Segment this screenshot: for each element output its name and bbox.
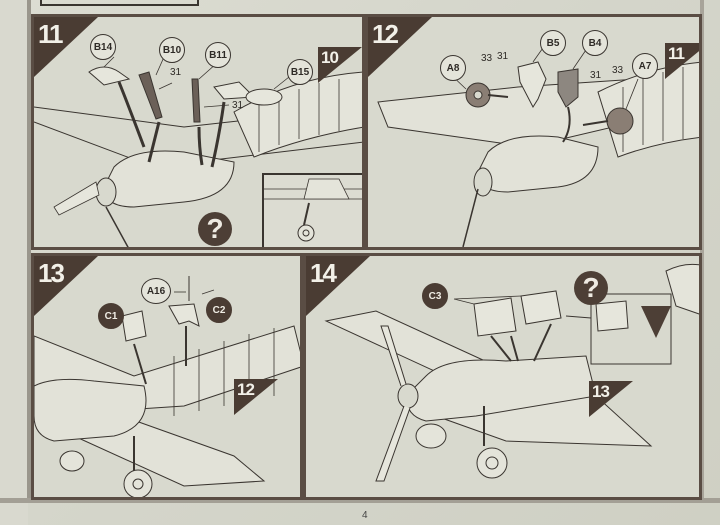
step-14-aircraft-drawing	[324, 263, 699, 482]
step-number-badge: 13	[34, 256, 98, 316]
step-number: 13	[38, 258, 65, 288]
glue-label: 31	[590, 70, 602, 81]
page-margin	[0, 0, 28, 525]
step-12-aircraft-drawing	[377, 44, 699, 247]
previous-step-ref: 10	[318, 47, 362, 83]
step-number-badge: 11	[34, 17, 98, 77]
step-11-aircraft-drawing	[34, 56, 362, 247]
part-callout-b4: B4	[582, 30, 608, 56]
previous-step-ref: 12	[234, 379, 278, 415]
step-13-aircraft-drawing	[34, 276, 300, 497]
help-icon: ?	[198, 212, 232, 246]
part-callout-c3: C3	[422, 283, 448, 309]
page-edge-right	[700, 0, 704, 500]
step-11-panel: 11	[31, 14, 365, 250]
page-edge-bottom	[0, 498, 720, 503]
step-number: 14	[310, 258, 337, 288]
glue-label: 31	[170, 67, 182, 78]
previous-step-ref: 13	[589, 381, 633, 417]
step-number-badge: 14	[306, 256, 370, 316]
step-number-badge: 12	[368, 17, 432, 77]
glue-label: 33	[612, 65, 624, 76]
part-callout-a16: A16	[141, 278, 171, 304]
step-number: 12	[372, 19, 399, 49]
part-callout-c2: C2	[206, 297, 232, 323]
landing-gear-side-inset	[262, 173, 362, 247]
step-12-panel: 12 A8 33 31 B5 B4 31 33 A7	[365, 14, 702, 250]
previous-step-ref: 11	[665, 43, 699, 79]
part-callout-b10: B10	[159, 37, 185, 63]
page-edge-left	[27, 0, 31, 500]
step-13-panel: 13 C1 A16 C2 12	[31, 253, 303, 500]
help-icon: ?	[574, 271, 608, 305]
part-callout-a8: A8	[440, 55, 466, 81]
step-14-panel: 14 C3 ? 13	[303, 253, 702, 500]
part-callout-c1: C1	[98, 303, 124, 329]
part-callout-b15: B15	[287, 59, 313, 85]
glue-label: 31	[232, 100, 244, 111]
part-callout-b5: B5	[540, 30, 566, 56]
step-number: 11	[38, 19, 63, 49]
part-callout-b14: B14	[90, 34, 116, 60]
glue-label: 33	[481, 53, 493, 64]
page-number: 4	[362, 510, 368, 521]
part-callout-b11: B11	[205, 42, 231, 68]
previous-panel-fragment	[40, 0, 199, 6]
part-callout-a7: A7	[632, 53, 658, 79]
landing-gear-side-drawing	[264, 178, 362, 242]
glue-label: 31	[497, 51, 509, 62]
